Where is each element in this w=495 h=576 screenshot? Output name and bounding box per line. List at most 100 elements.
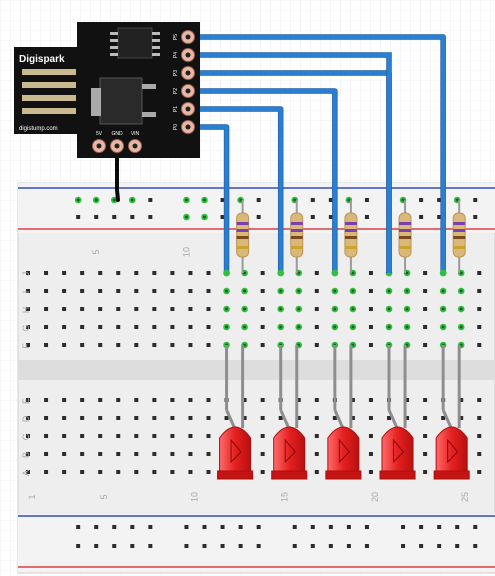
- breadboard-hole: [112, 544, 117, 548]
- breadboard-hole: [112, 525, 117, 529]
- breadboard-hole: [26, 289, 30, 293]
- breadboard-hole: [364, 544, 369, 548]
- signal-wire: [188, 107, 283, 273]
- breadboard-hole: [26, 271, 30, 275]
- breadboard-hole: [314, 416, 319, 420]
- breadboard-hole: [184, 544, 189, 548]
- breadboard-hole: [423, 307, 428, 311]
- column-number: 1: [27, 494, 37, 499]
- resistor-body: [236, 212, 250, 258]
- breadboard-hole: [134, 398, 139, 402]
- breadboard-hole-center: [459, 271, 463, 275]
- breadboard-hole-center: [405, 271, 409, 275]
- breadboard-hole: [310, 215, 315, 219]
- breadboard-hole: [242, 398, 247, 402]
- power-hole: [96, 143, 102, 149]
- breadboard-hole: [473, 525, 478, 529]
- breadboard-hole-center: [279, 289, 283, 293]
- breadboard-hole: [80, 289, 85, 293]
- breadboard-hole: [98, 434, 103, 438]
- power-pin-label: 5V: [96, 131, 103, 137]
- breadboard-hole: [477, 470, 482, 474]
- regulator-leg: [142, 112, 156, 117]
- led-rim: [325, 470, 362, 480]
- breadboard-hole: [116, 289, 121, 293]
- column-number: 25: [460, 492, 470, 502]
- breadboard-hole: [314, 398, 319, 402]
- breadboard-hole: [98, 271, 103, 275]
- led-die: [230, 438, 242, 464]
- breadboard-hole: [260, 343, 265, 347]
- breadboard-hole: [423, 434, 428, 438]
- row-letter: G: [21, 324, 31, 331]
- gnd-wire: [115, 144, 120, 202]
- breadboard-hole: [328, 544, 333, 548]
- breadboard-hole: [170, 271, 175, 275]
- breadboard-hole: [423, 271, 428, 275]
- breadboard-hole-center: [351, 307, 355, 311]
- usb-contact: [22, 82, 76, 88]
- breadboard-hole: [62, 434, 67, 438]
- breadboard-hole: [419, 215, 424, 219]
- column-number: 5: [99, 494, 109, 499]
- breadboard-hole: [116, 416, 121, 420]
- breadboard-hole: [152, 398, 157, 402]
- breadboard-hole: [260, 307, 265, 311]
- breadboard-hole: [423, 398, 428, 402]
- attiny-chip: [117, 27, 153, 59]
- breadboard-hole: [314, 325, 319, 329]
- usb-contact: [22, 95, 76, 101]
- breadboard-hole: [134, 470, 139, 474]
- led-rim: [271, 470, 308, 480]
- wire-endpoint: [277, 269, 285, 277]
- breadboard-hole: [188, 434, 193, 438]
- breadboard-hole: [116, 398, 121, 402]
- resistor-band: [453, 222, 466, 225]
- breadboard-hole: [350, 398, 355, 402]
- breadboard-hole: [44, 343, 49, 347]
- breadboard-hole: [152, 325, 157, 329]
- breadboard-hole: [477, 398, 482, 402]
- breadboard-hole: [170, 343, 175, 347]
- resistor-body: [452, 212, 466, 258]
- breadboard-hole: [26, 398, 30, 402]
- breadboard-hole: [98, 307, 103, 311]
- breadboard-hole: [152, 470, 157, 474]
- breadboard-hole: [26, 325, 30, 329]
- breadboard-hole: [328, 198, 333, 202]
- breadboard-hole-center: [459, 307, 463, 311]
- breadboard-hole: [188, 452, 193, 456]
- breadboard-hole: [260, 325, 265, 329]
- row-letter: H: [21, 307, 31, 314]
- resistor-band: [344, 246, 357, 249]
- breadboard-hole-center: [76, 198, 80, 202]
- breadboard-hole: [419, 544, 424, 548]
- breadboard-hole-center: [405, 289, 409, 293]
- usb-contact: [22, 108, 76, 114]
- chip-leg: [110, 39, 118, 42]
- usb-tab: [14, 47, 80, 134]
- breadboard-hole: [368, 452, 373, 456]
- breadboard-hole: [368, 343, 373, 347]
- breadboard-hole: [260, 289, 265, 293]
- breadboard-hole: [134, 289, 139, 293]
- breadboard-hole: [76, 215, 81, 219]
- breadboard-hole: [80, 271, 85, 275]
- breadboard-hole: [134, 325, 139, 329]
- breadboard-hole: [62, 325, 67, 329]
- breadboard-hole: [148, 525, 153, 529]
- breadboard-hole: [437, 198, 442, 202]
- breadboard-hole: [134, 452, 139, 456]
- breadboard-hole: [292, 525, 297, 529]
- breadboard-hole: [98, 416, 103, 420]
- breadboard-hole: [206, 416, 211, 420]
- breadboard-hole: [184, 525, 189, 529]
- signal-wire: [188, 53, 391, 273]
- chip-leg: [152, 46, 160, 49]
- breadboard-hole-center: [441, 289, 445, 293]
- breadboard-hole: [116, 271, 121, 275]
- power-pin-label: GND: [111, 131, 123, 137]
